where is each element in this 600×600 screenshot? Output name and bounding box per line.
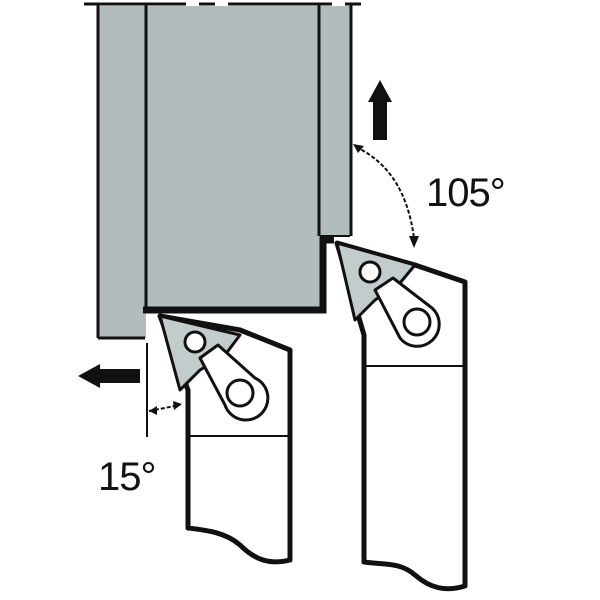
workpiece-main-block xyxy=(146,6,320,310)
left-tool-holder xyxy=(157,313,293,565)
workpiece-left-strip xyxy=(99,6,146,338)
workpiece-right-strip xyxy=(320,6,350,236)
right-clamp-screw xyxy=(402,307,432,337)
right-tool-holder xyxy=(334,240,468,592)
angle-ref-15 xyxy=(146,343,182,437)
feed-left-arrow xyxy=(78,364,140,388)
angle-label-105: 105° xyxy=(426,171,506,215)
workpiece xyxy=(84,2,361,340)
left-insert-hole xyxy=(183,330,207,354)
angle-arc-105 xyxy=(353,144,419,248)
angle-label-15: 15° xyxy=(98,455,156,499)
feed-up-arrow xyxy=(368,80,392,140)
left-clamp-screw xyxy=(225,378,255,408)
right-insert-hole xyxy=(358,260,382,284)
